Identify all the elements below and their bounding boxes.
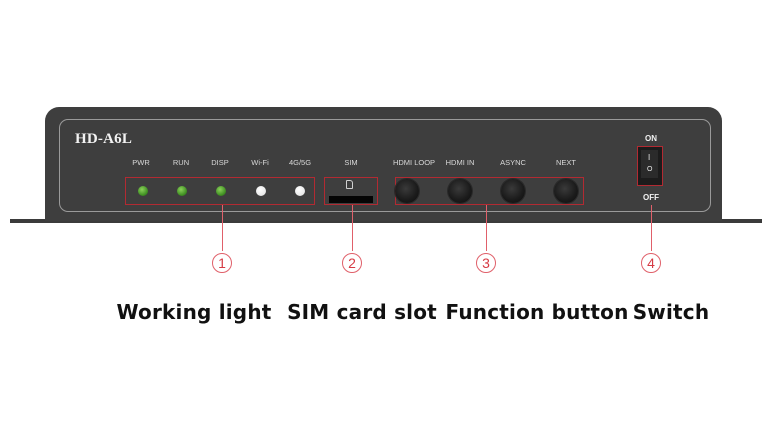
hdmi-loop-button[interactable] <box>395 179 419 203</box>
leader-line-3 <box>486 205 488 251</box>
led-disp-icon <box>216 186 226 196</box>
switch-off-label: OFF <box>643 193 659 202</box>
front-panel-outline <box>59 119 711 212</box>
led-label-disp: DISP <box>211 158 229 167</box>
caption-sim-card-slot: SIM card slot <box>287 300 437 324</box>
led-4g5g-icon <box>295 186 305 196</box>
led-label-pwr: PWR <box>132 158 150 167</box>
device-chassis <box>45 107 722 221</box>
switch-on-label: ON <box>645 134 657 143</box>
caption-function-button: Function button <box>445 300 629 324</box>
button-label-next: NEXT <box>555 158 577 167</box>
callout-number-3: 3 <box>476 253 496 273</box>
mounting-base <box>10 219 762 223</box>
next-button[interactable] <box>554 179 578 203</box>
async-button[interactable] <box>501 179 525 203</box>
switch-rocker[interactable]: I O <box>641 150 658 178</box>
model-name: HD-A6L <box>75 131 133 147</box>
button-label-hdmi-in: HDMI IN <box>445 158 475 167</box>
button-label-async: ASYNC <box>500 158 526 167</box>
sim-card-icon <box>346 180 353 189</box>
caption-switch: Switch <box>632 300 710 324</box>
led-wifi-icon <box>256 186 266 196</box>
callout-number-2: 2 <box>342 253 362 273</box>
led-label-4g5g: 4G/5G <box>288 158 312 167</box>
sim-highlight <box>324 177 378 205</box>
callout-number-4: 4 <box>641 253 661 273</box>
leader-line-2 <box>352 205 354 251</box>
led-pwr-icon <box>138 186 148 196</box>
sim-label: SIM <box>344 158 358 167</box>
sim-card-slot[interactable] <box>329 196 373 203</box>
led-label-run: RUN <box>172 158 190 167</box>
switch-o-mark: O <box>647 166 653 173</box>
leader-line-1 <box>222 205 224 251</box>
led-run-icon <box>177 186 187 196</box>
switch-i-mark: I <box>648 153 651 162</box>
power-switch[interactable]: I O <box>637 146 663 186</box>
working-light-highlight <box>125 177 315 205</box>
leader-line-4 <box>651 205 653 251</box>
callout-number-1: 1 <box>212 253 232 273</box>
button-label-hdmi-loop: HDMI LOOP <box>392 158 436 167</box>
hdmi-in-button[interactable] <box>448 179 472 203</box>
caption-working-light: Working light <box>116 300 272 324</box>
led-label-wifi: Wi-Fi <box>251 158 269 167</box>
